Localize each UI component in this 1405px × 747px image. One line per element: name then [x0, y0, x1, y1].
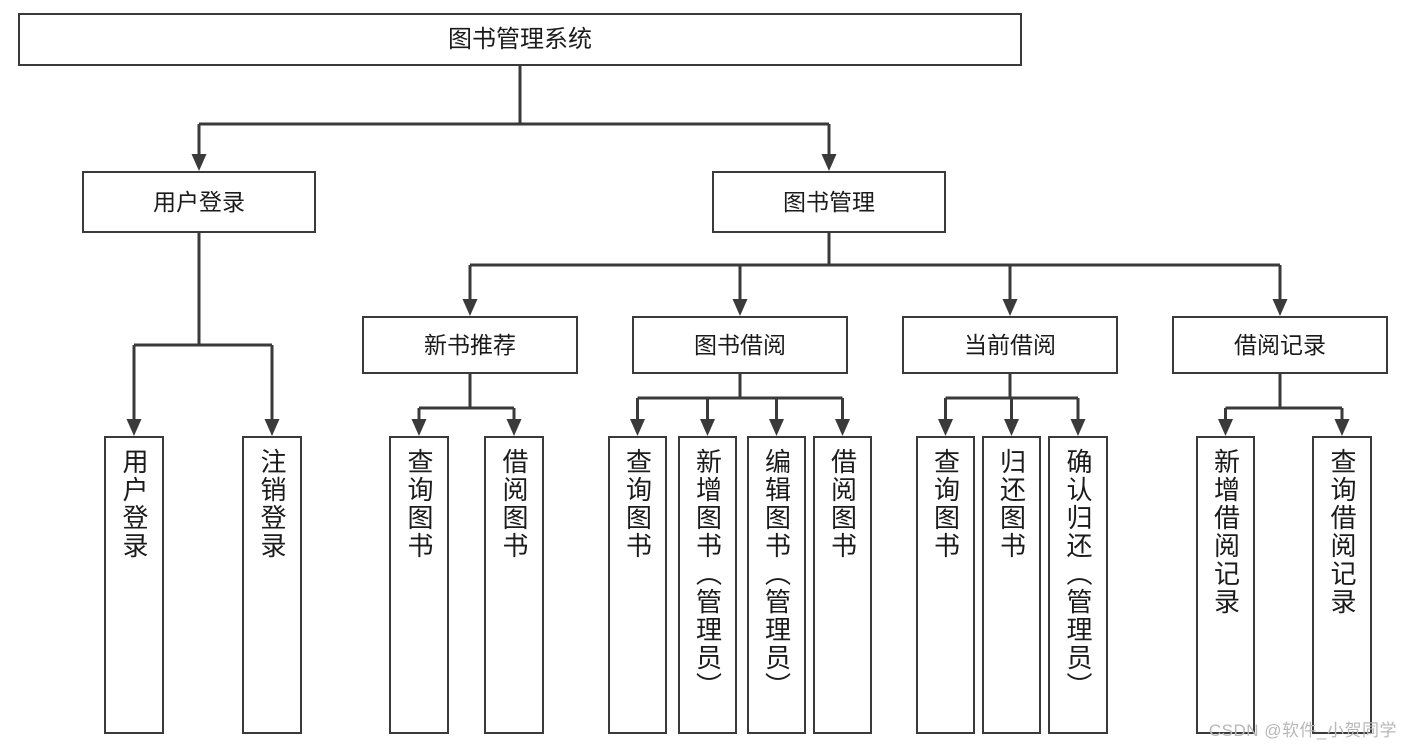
- node-label: 新增借阅记录: [1210, 448, 1241, 616]
- leaf-add-record[interactable]: 新增借阅记录: [1196, 436, 1255, 734]
- leaf-add-book[interactable]: 新增图书（管理员）: [678, 436, 737, 734]
- leaf-confirm-return[interactable]: 确认归还（管理员）: [1048, 436, 1108, 734]
- leaf-query-book-3[interactable]: 查询图书: [916, 436, 975, 734]
- node-label: 图书管理: [783, 188, 875, 215]
- node-root[interactable]: 图书管理系统: [18, 13, 1022, 66]
- node-label: 归还图书: [996, 448, 1027, 560]
- leaf-query-record[interactable]: 查询借阅记录: [1312, 436, 1372, 734]
- node-label: 图书借阅: [694, 331, 786, 358]
- node-borrow-record[interactable]: 借阅记录: [1172, 316, 1388, 374]
- node-label: 用户登录: [153, 188, 245, 215]
- leaf-borrow-book-2[interactable]: 借阅图书: [813, 436, 872, 734]
- leaf-logout[interactable]: 注销登录: [242, 436, 302, 734]
- node-label: 编辑图书（管理员）: [761, 448, 792, 700]
- watermark: CSDN @软件_小贺同学: [1208, 721, 1397, 740]
- leaf-return-book[interactable]: 归还图书: [982, 436, 1041, 734]
- leaf-edit-book[interactable]: 编辑图书（管理员）: [747, 436, 806, 734]
- node-label: 新增图书（管理员）: [692, 448, 723, 700]
- node-user-login[interactable]: 用户登录: [82, 171, 316, 233]
- node-new-book-recommend[interactable]: 新书推荐: [362, 316, 578, 374]
- node-label: 图书管理系统: [448, 25, 592, 53]
- node-book-borrow[interactable]: 图书借阅: [632, 316, 848, 374]
- node-label: 借阅图书: [827, 448, 858, 560]
- leaf-query-book-2[interactable]: 查询图书: [608, 436, 667, 734]
- leaf-user-login[interactable]: 用户登录: [104, 436, 164, 734]
- node-label: 注销登录: [257, 448, 287, 560]
- node-label: 查询图书: [622, 448, 653, 560]
- node-book-management[interactable]: 图书管理: [712, 171, 946, 233]
- node-label: 查询图书: [930, 448, 961, 560]
- node-label: 用户登录: [119, 448, 149, 560]
- leaf-borrow-book-1[interactable]: 借阅图书: [484, 436, 544, 734]
- node-label: 查询借阅记录: [1327, 448, 1357, 616]
- node-label: 查询图书: [404, 448, 434, 560]
- node-current-borrow[interactable]: 当前借阅: [902, 316, 1118, 374]
- node-label: 确认归还（管理员）: [1063, 448, 1093, 700]
- node-label: 新书推荐: [424, 331, 516, 358]
- node-label: 借阅图书: [499, 448, 529, 560]
- node-label: 当前借阅: [964, 331, 1056, 358]
- node-label: 借阅记录: [1234, 331, 1326, 358]
- leaf-query-book-1[interactable]: 查询图书: [389, 436, 449, 734]
